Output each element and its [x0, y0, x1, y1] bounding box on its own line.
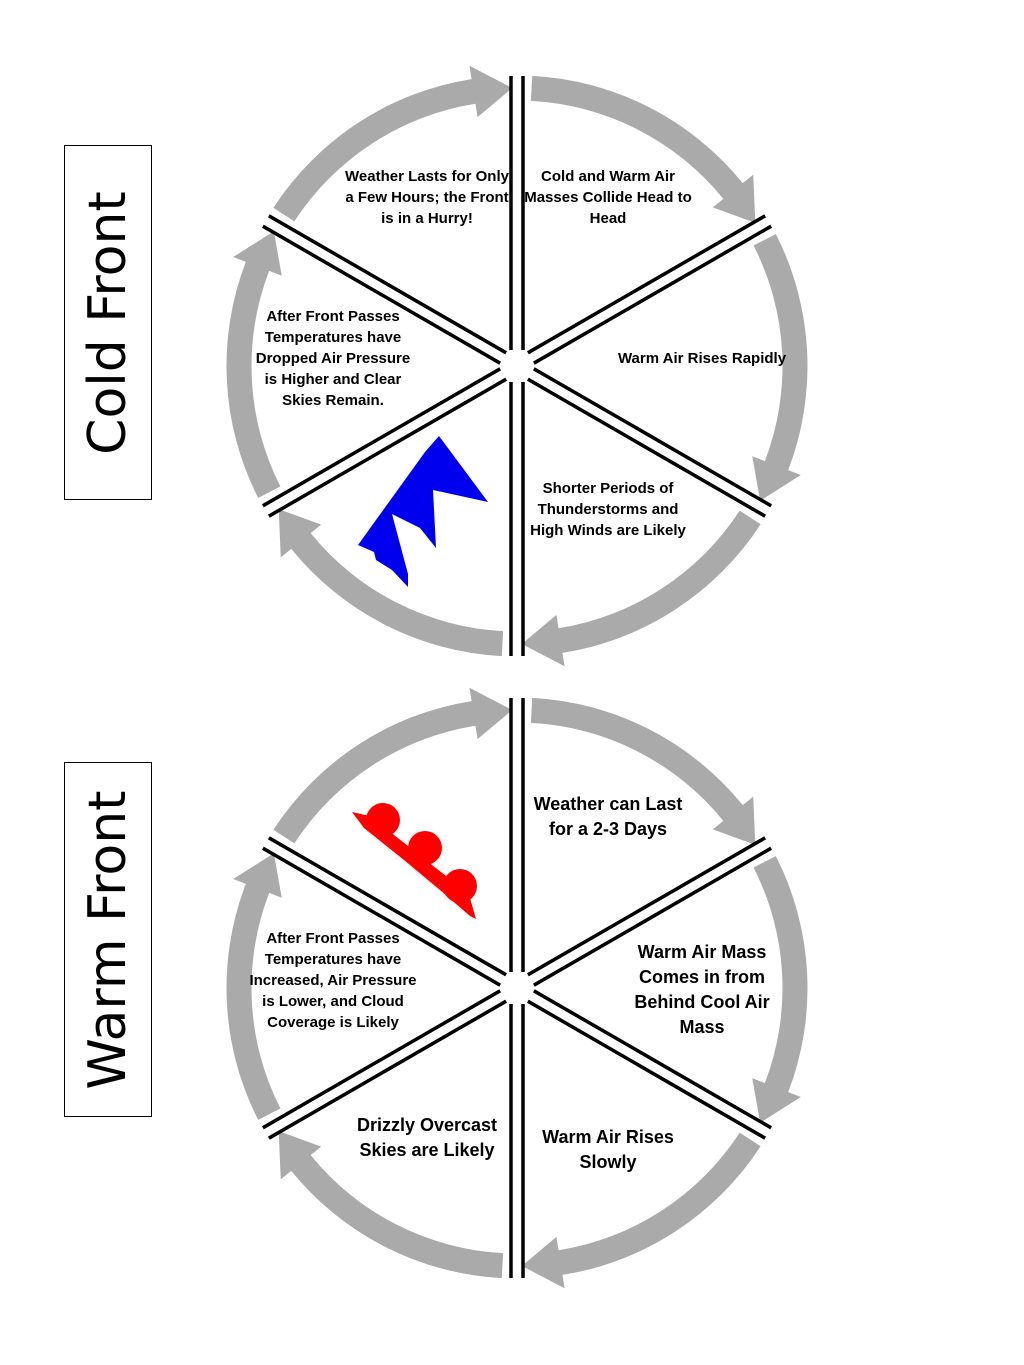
warm-front-divider-line — [526, 836, 767, 977]
cold-label-bottom-right: Shorter Periods of Thunderstorms and Hig… — [530, 480, 686, 539]
cold-front-symbol-icon — [358, 436, 488, 587]
cold-front-cycle-arrow — [530, 75, 756, 223]
warm-front-cycle-arrow — [530, 697, 756, 845]
warm-label-left: After Front Passes Temperatures have Inc… — [249, 930, 417, 1031]
cold-front-cycle-arrow — [752, 234, 808, 501]
warm-front-cycle-arrow — [752, 856, 808, 1123]
cold-label-top-right: Cold and Warm Air Masses Collide Head to… — [524, 168, 692, 227]
warm-label-top-right: Weather can Last for a 2-3 Days — [533, 794, 683, 839]
cold-front-divider-line — [261, 224, 502, 365]
cold-front-cycle-arrow — [226, 231, 282, 498]
warm-front-divider-line — [261, 989, 502, 1130]
warm-front-divider-line — [532, 989, 773, 1130]
warm-front-cycle-arrow — [278, 1131, 504, 1279]
cold-front-divider-line — [532, 224, 773, 365]
cold-front-cycle-arrow — [278, 509, 504, 657]
warm-label-right: Warm Air Mass Comes in from Behind Cool … — [634, 942, 770, 1037]
warm-label-bottom-right: Warm Air Rises Slowly — [542, 1127, 674, 1172]
cold-front-cycle — [226, 65, 808, 667]
warm-front-title-box: Warm Front — [64, 762, 152, 1117]
cold-front-divider-line — [532, 367, 773, 508]
warm-front-divider-line — [526, 999, 767, 1140]
cold-front-cycle-arrow — [521, 510, 761, 667]
warm-front-divider-line — [532, 846, 773, 987]
cold-front-divider-line — [526, 377, 767, 518]
cold-front-cycle-arrow — [273, 65, 513, 222]
warm-front-divider-line — [267, 999, 508, 1140]
cold-front-divider-line — [261, 367, 502, 508]
warm-front-symbol-icon — [352, 803, 477, 919]
cold-label-right: Warm Air Rises Rapidly — [617, 350, 787, 367]
cold-front-divider-line — [267, 214, 508, 355]
cold-front-divider-line — [267, 377, 508, 518]
warm-front-cycle — [226, 687, 808, 1289]
warm-front-divider-line — [261, 846, 502, 987]
cold-label-left: After Front Passes Temperatures have Dro… — [255, 308, 411, 409]
warm-label-bottom-left: Drizzly Overcast Skies are Likely — [356, 1115, 498, 1160]
cold-front-title-box: Cold Front — [64, 145, 152, 500]
warm-front-cycle-arrow — [521, 1132, 761, 1289]
cold-label-top-left: Weather Lasts for Only a Few Hours; the … — [345, 168, 509, 227]
warm-front-cycle-arrow — [226, 853, 282, 1120]
warm-front-cycle-arrow — [273, 687, 513, 844]
cold-front-divider-line — [526, 214, 767, 355]
warm-front-divider-line — [267, 836, 508, 977]
